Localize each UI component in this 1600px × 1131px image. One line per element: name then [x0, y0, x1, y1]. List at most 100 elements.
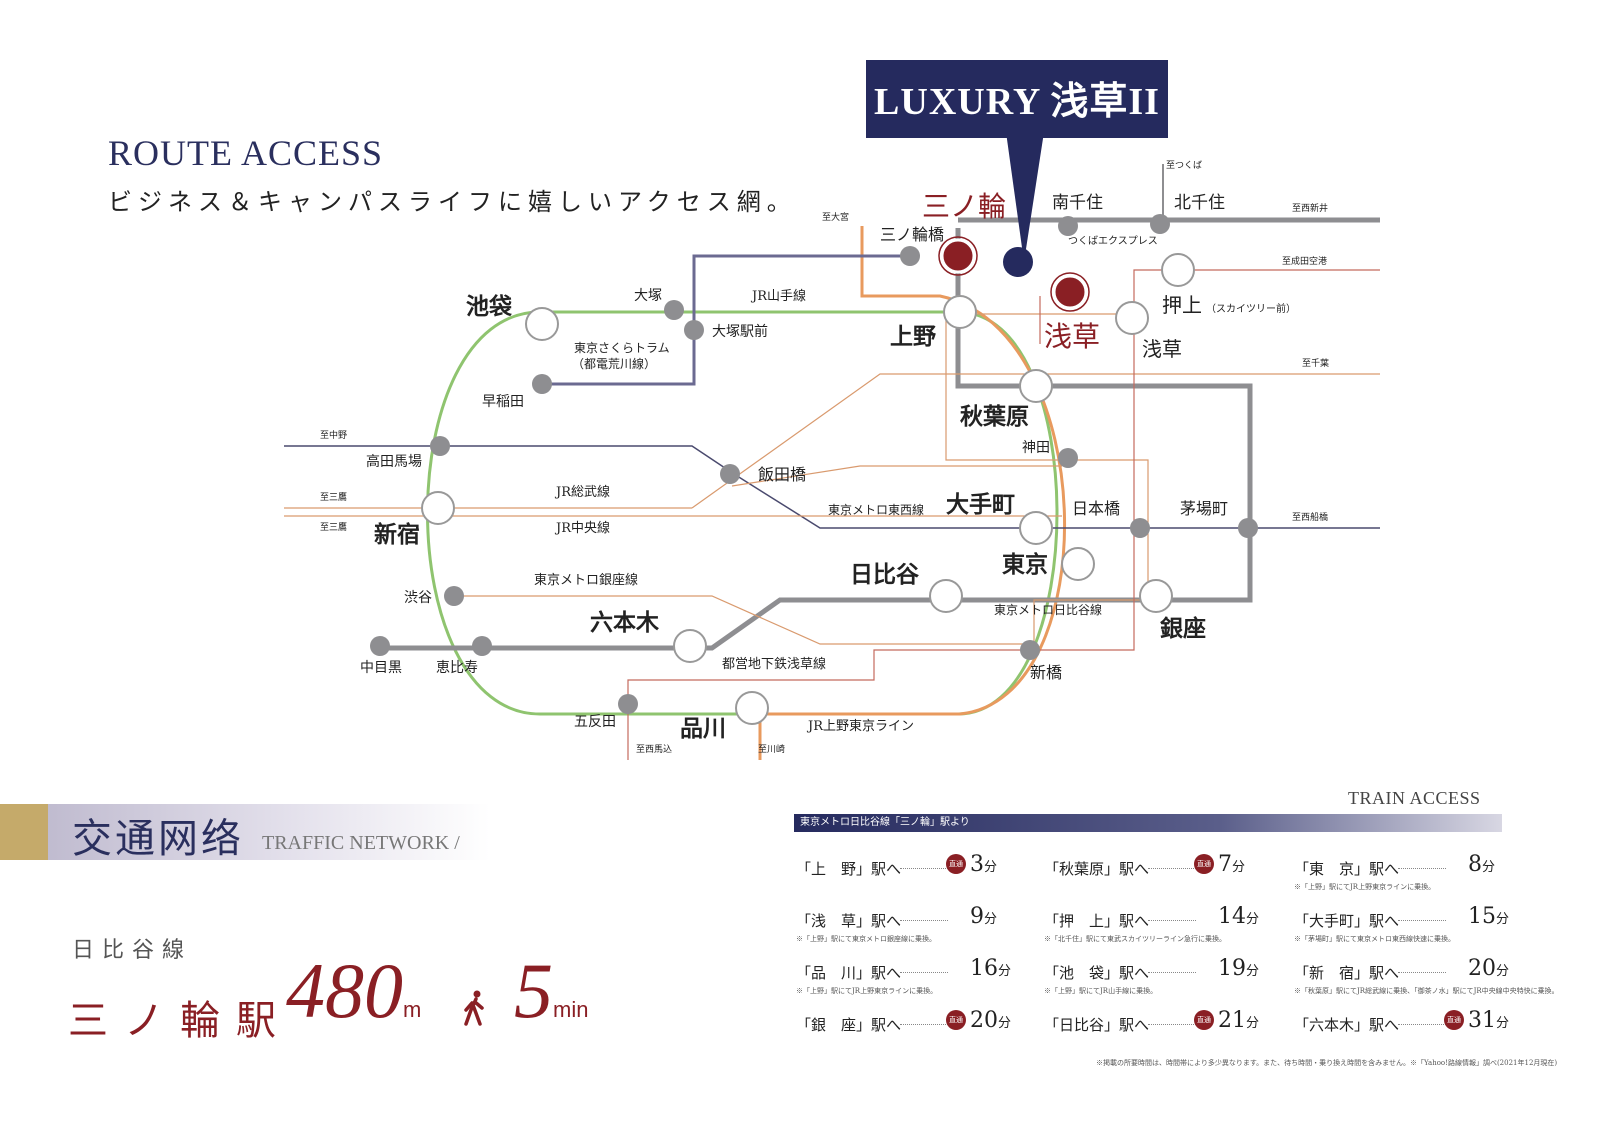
leader-dots	[900, 972, 948, 973]
station-nakameguro	[370, 636, 390, 656]
travel-time: 8分	[1468, 852, 1496, 877]
station-roppongi	[673, 629, 707, 663]
label-jr-yamanote: JR山手線	[750, 288, 806, 304]
label-ebisu: 恵比寿	[436, 659, 478, 676]
line-hibiya	[380, 228, 1253, 651]
section-title-en: TRAFFIC NETWORK /	[262, 832, 460, 854]
station-ebisu	[472, 636, 492, 656]
section-accent	[0, 804, 48, 860]
leader-dots	[1148, 868, 1196, 869]
label-tozai: 東京メトロ東西線	[828, 502, 924, 517]
label-ginza: 銀座	[1160, 615, 1206, 642]
distance-unit: m	[403, 997, 422, 1022]
label-hibiya: 日比谷	[850, 561, 920, 588]
travel-time: 20分	[1468, 956, 1510, 981]
label-akihabara: 秋葉原	[960, 403, 1029, 430]
station-tokyo	[1061, 547, 1095, 581]
label-waseda: 早稲田	[482, 394, 524, 410]
label-minowabashi: 三ノ輪橋	[880, 225, 944, 244]
leader-dots	[1398, 868, 1446, 869]
property-pointer	[1006, 132, 1044, 262]
section-title: 交通网络	[72, 816, 244, 862]
label-oshiage: 押上	[1162, 293, 1202, 317]
station-hibiya	[929, 579, 963, 613]
transfer-note: ※「秋葉原」駅にてJR総武線に乗換、「御茶ノ水」駅にてJR中央線中央特快に乗換。	[1294, 987, 1559, 995]
label-minamisenju: 南千住	[1052, 193, 1103, 213]
label-roppongi: 六本木	[590, 609, 659, 636]
travel-time: 21分	[1218, 1008, 1260, 1033]
destination: 「東 京」駅へ	[1294, 860, 1400, 878]
leader-dots	[1398, 920, 1446, 921]
destination: 「新 宿」駅へ	[1294, 964, 1400, 982]
leader-dots	[900, 920, 948, 921]
footnote: ※掲載の所要時間は、時間帯により多少異なります。また、待ち時間・乗り換え時間を含…	[1096, 1059, 1558, 1067]
label-shibuya: 渋谷	[404, 590, 432, 606]
walk-value: 5min	[514, 947, 589, 1034]
leader-dots	[1148, 1024, 1196, 1025]
label-ginza-line: 東京メトロ銀座線	[534, 572, 638, 588]
station-ginza	[1139, 579, 1173, 613]
destination: 「池 袋」駅へ	[1044, 964, 1150, 982]
leader-dots	[900, 1024, 948, 1025]
station-gotanda	[618, 694, 638, 714]
label-nakameguro: 中目黒	[360, 660, 402, 676]
property-name: LUXURY 浅草II	[874, 81, 1160, 123]
destination: 「六本木」駅へ	[1294, 1016, 1400, 1034]
station-name: 三ノ輪駅	[68, 998, 292, 1044]
destination: 「押 上」駅へ	[1044, 912, 1150, 930]
station-asakusa	[1115, 301, 1149, 335]
station-iidabashi	[720, 464, 740, 484]
line-asakusa	[627, 269, 1380, 760]
travel-time: 16分	[970, 956, 1012, 981]
direct-badge: 直通	[946, 1010, 966, 1030]
property-callout	[866, 60, 1168, 138]
station-oshiage	[1161, 253, 1195, 287]
dir-mitaka1: 至三鷹	[320, 491, 347, 503]
dir-mitaka2: 至三鷹	[320, 521, 347, 533]
label-tsukuba-express: つくばエクスプレス	[1068, 235, 1158, 247]
transfer-note: ※「上野」駅にてJR上野東京ラインに乗換。	[1294, 883, 1436, 891]
travel-time: 14分	[1218, 904, 1260, 929]
line-sobu-east	[691, 373, 1380, 509]
label-asakusa-red: 浅草	[1044, 320, 1100, 353]
route-map: 三ノ輪 三ノ輪橋 南千住 北千住 池袋 大塚 大塚駅前 早稲田 上野 浅草 浅草…	[284, 132, 1380, 760]
dir-nakano: 至中野	[320, 429, 347, 441]
station-takadanobaba	[430, 436, 450, 456]
label-iidabashi: 飯田橋	[758, 465, 806, 484]
dir-nishimagome: 至西馬込	[636, 744, 672, 755]
station-akihabara	[1019, 369, 1053, 403]
destination: 「上 野」駅へ	[796, 860, 902, 878]
label-kitasenju: 北千住	[1174, 193, 1225, 213]
dir-tsukuba: 至つくば	[1166, 160, 1202, 171]
dir-omiya: 至大宮	[822, 211, 849, 223]
direct-badge: 直通	[946, 854, 966, 874]
destination: 「銀 座」駅へ	[796, 1016, 902, 1034]
line-ginza	[454, 313, 1149, 645]
station-asakusa-highlight	[1052, 274, 1088, 310]
transfer-note: ※「上野」駅にてJR上野東京ラインに乗換。	[796, 987, 938, 995]
direct-badge: 直通	[1444, 1010, 1464, 1030]
destination: 「日比谷」駅へ	[1044, 1016, 1150, 1034]
label-ikebukuro: 池袋	[466, 293, 513, 320]
label-gotanda: 五反田	[574, 714, 616, 730]
station-nihonbashi	[1130, 518, 1150, 538]
label-ueno: 上野	[890, 323, 936, 350]
station-shinjuku	[421, 491, 455, 525]
label-asakusa: 浅草	[1142, 337, 1182, 361]
label-otemachi: 大手町	[946, 491, 1015, 518]
travel-time: 19分	[1218, 956, 1260, 981]
station-shinbashi	[1020, 640, 1040, 660]
direct-badge: 直通	[1194, 854, 1214, 874]
walk-unit: min	[553, 997, 589, 1022]
train-access-row: 「新 宿」駅へ 20分 ※「秋葉原」駅にてJR総武線に乗換、「御茶ノ水」駅にてJR中…	[1294, 956, 1559, 996]
label-kanda: 神田	[1022, 440, 1050, 456]
leader-dots	[1398, 972, 1446, 973]
label-nihonbashi: 日本橋	[1072, 499, 1120, 518]
